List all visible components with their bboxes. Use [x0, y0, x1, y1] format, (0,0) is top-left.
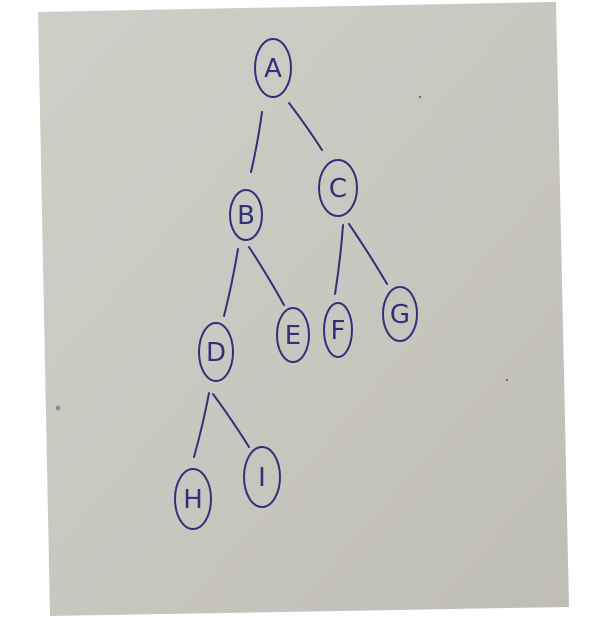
edge-b-d	[223, 248, 239, 317]
tree-edges	[193, 102, 388, 458]
node-b: B	[229, 189, 263, 241]
edge-d-i	[212, 393, 250, 448]
node-e: E	[276, 307, 310, 363]
node-i: I	[243, 446, 281, 508]
edge-c-g	[348, 223, 388, 285]
node-c: C	[318, 159, 358, 217]
node-a-circle	[254, 38, 292, 98]
paper-speck	[505, 378, 509, 382]
node-f-label: F	[331, 316, 346, 346]
node-b-label: B	[237, 201, 255, 231]
paper-speck	[55, 405, 61, 411]
node-b-circle	[229, 189, 263, 241]
paper-surface	[38, 2, 569, 616]
node-a-label: A	[264, 54, 282, 84]
node-i-label: I	[258, 463, 266, 493]
node-f: F	[323, 302, 353, 358]
node-e-circle	[276, 307, 310, 363]
node-f-circle	[323, 302, 353, 358]
node-d-label: D	[206, 338, 226, 368]
node-g-circle	[382, 286, 418, 342]
node-h: H	[174, 468, 212, 530]
node-c-circle	[318, 159, 358, 217]
node-h-circle	[174, 468, 212, 530]
edge-b-e	[248, 246, 285, 306]
node-d-circle	[198, 322, 234, 382]
paper-speck	[418, 95, 422, 99]
edge-a-c	[288, 102, 323, 151]
node-e-label: E	[285, 321, 301, 351]
edge-a-b	[250, 111, 263, 173]
node-d: D	[198, 322, 234, 382]
node-h-label: H	[183, 485, 203, 515]
node-g-label: G	[390, 300, 410, 330]
edge-c-f	[334, 224, 344, 295]
edge-d-h	[193, 392, 210, 458]
node-c-label: C	[329, 174, 347, 204]
node-i-circle	[243, 446, 281, 508]
node-g: G	[382, 286, 418, 342]
node-a: A	[254, 38, 292, 98]
